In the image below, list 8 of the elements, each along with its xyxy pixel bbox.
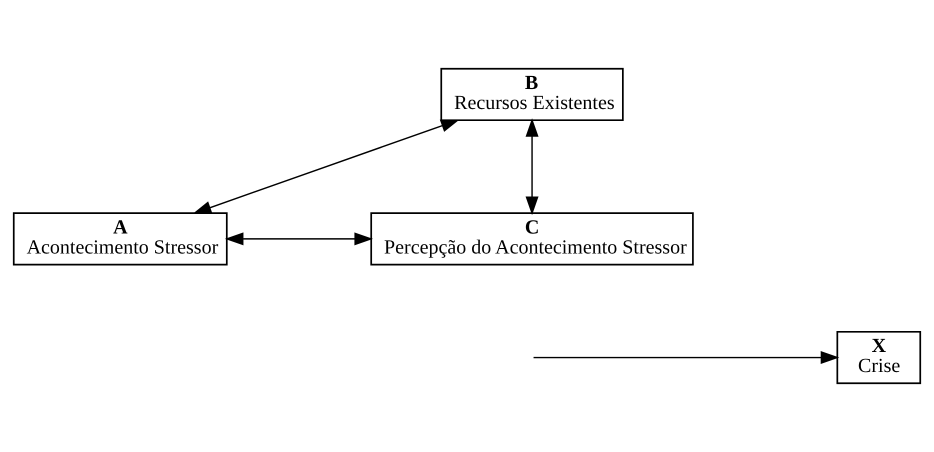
node-box: C Percepção do Acontecimento Stressor: [370, 212, 694, 266]
node-box: A Acontecimento Stressor: [12, 212, 228, 266]
arrow: [192, 120, 460, 214]
arrow: [534, 351, 840, 364]
node-box: X Crise: [836, 330, 922, 384]
arrow: [224, 232, 374, 246]
arrow: [526, 118, 539, 216]
node-box: B Recursos Existentes: [440, 68, 624, 122]
